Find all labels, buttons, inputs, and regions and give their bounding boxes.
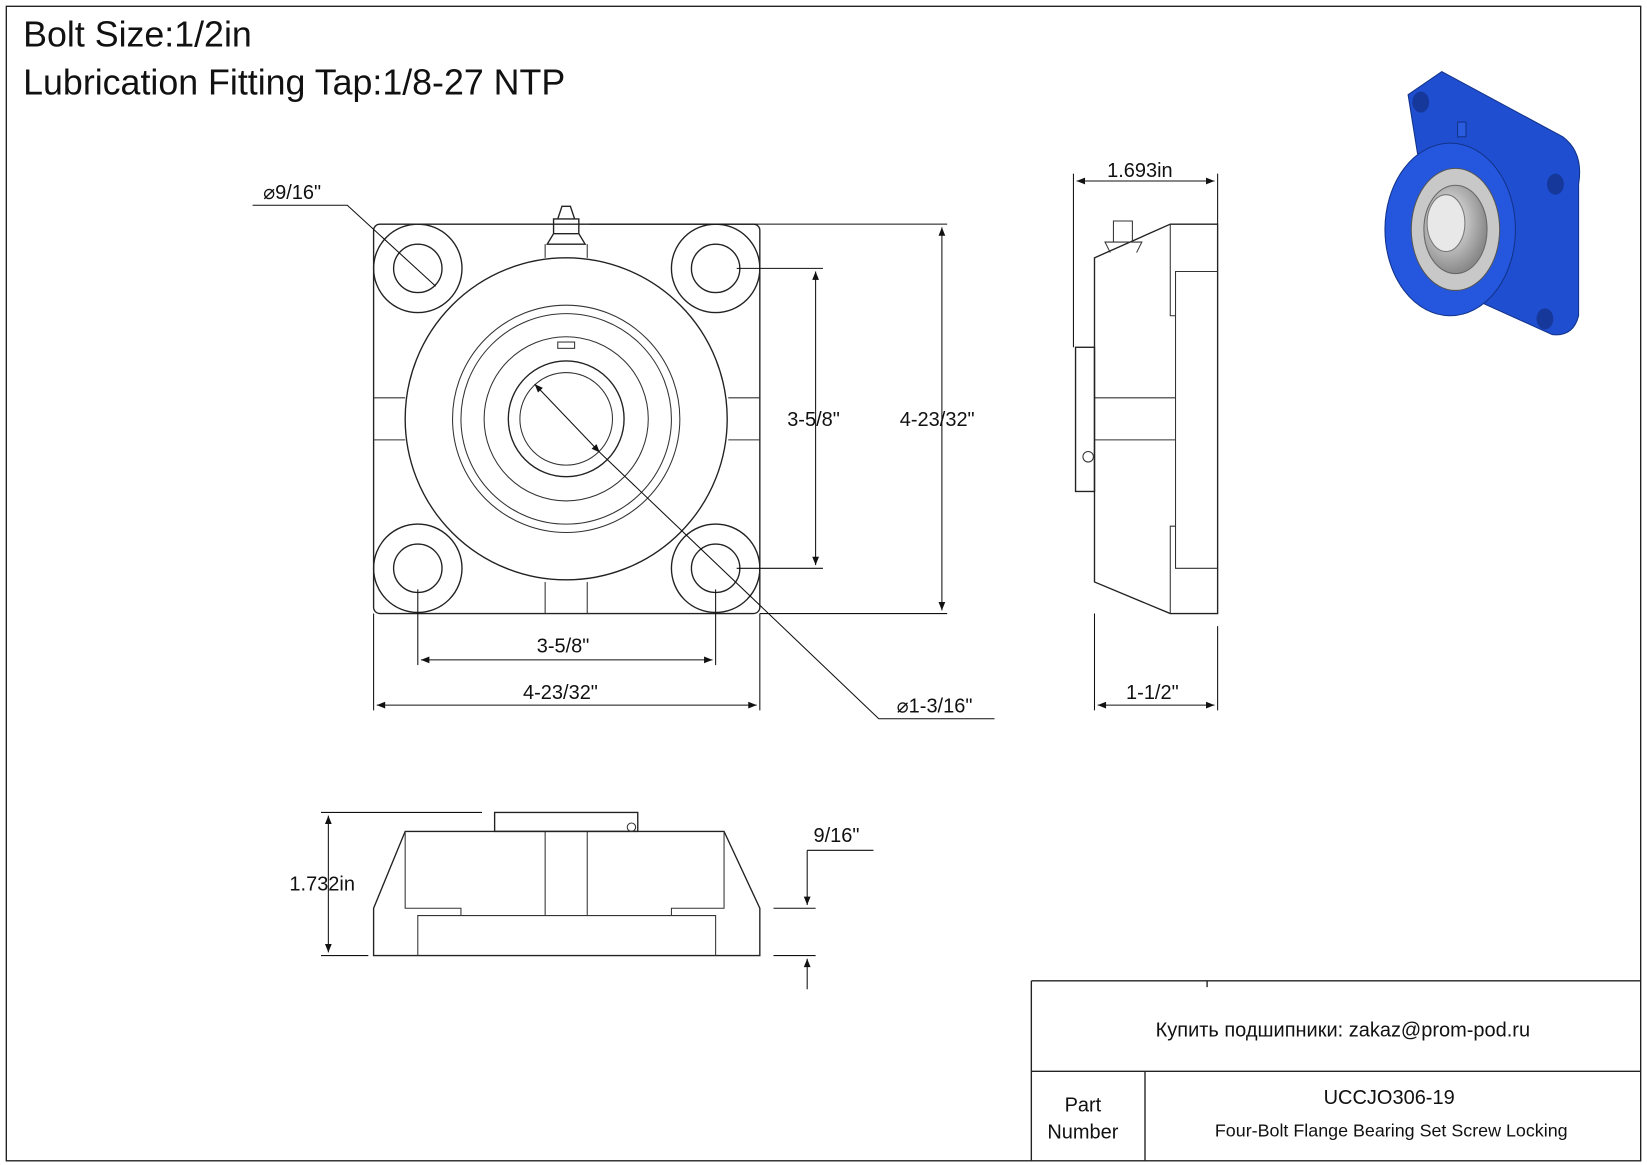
part-label-line1: Part bbox=[1065, 1094, 1102, 1116]
front-view bbox=[372, 205, 761, 615]
svg-text:⌀9/16": ⌀9/16" bbox=[263, 182, 321, 204]
part-number: UCCJO306-19 bbox=[1324, 1087, 1455, 1109]
contact-text: Купить подшипники: zakaz@prom-pod.ru bbox=[1156, 1020, 1530, 1042]
bolt-spacing-horizontal-label: 3-5/8" bbox=[537, 635, 590, 657]
diameter-symbol: ⌀ bbox=[897, 695, 909, 717]
bolt-size-note: Bolt Size:1/2in bbox=[23, 14, 252, 54]
side-view bbox=[1074, 220, 1219, 615]
side-dimension-lines bbox=[1072, 173, 1219, 711]
bottom-view bbox=[372, 811, 761, 957]
title-block bbox=[1030, 980, 1641, 1161]
flange-thickness-label: 9/16" bbox=[814, 825, 860, 847]
grease-fitting-icon bbox=[546, 205, 587, 245]
bore-diameter-label: 1-3/16" bbox=[909, 695, 973, 717]
lubrication-note: Lubrication Fitting Tap:1/8-27 NTP bbox=[23, 63, 565, 103]
diameter-symbol: ⌀ bbox=[263, 182, 275, 204]
side-base-label: 1-1/2" bbox=[1126, 682, 1179, 704]
bottom-height-label: 1.732in bbox=[289, 873, 355, 895]
bolt-hole-diameter-label: 9/16" bbox=[275, 182, 321, 204]
drawing-border bbox=[5, 5, 1642, 1162]
bottom-dimension-lines bbox=[320, 811, 874, 990]
overall-width-label: 4-23/32" bbox=[523, 682, 598, 704]
bolt-spacing-vertical-label: 3-5/8" bbox=[787, 409, 840, 431]
part-label-line2: Number bbox=[1047, 1122, 1118, 1144]
side-depth-label: 1.693in bbox=[1107, 160, 1173, 182]
part-description: Four-Bolt Flange Bearing Set Screw Locki… bbox=[1215, 1121, 1568, 1141]
svg-text:⌀1-3/16": ⌀1-3/16" bbox=[897, 695, 973, 717]
overall-height-label: 4-23/32" bbox=[900, 409, 975, 431]
bearing-3d-render bbox=[1384, 70, 1581, 336]
front-dimension-lines bbox=[252, 204, 995, 720]
